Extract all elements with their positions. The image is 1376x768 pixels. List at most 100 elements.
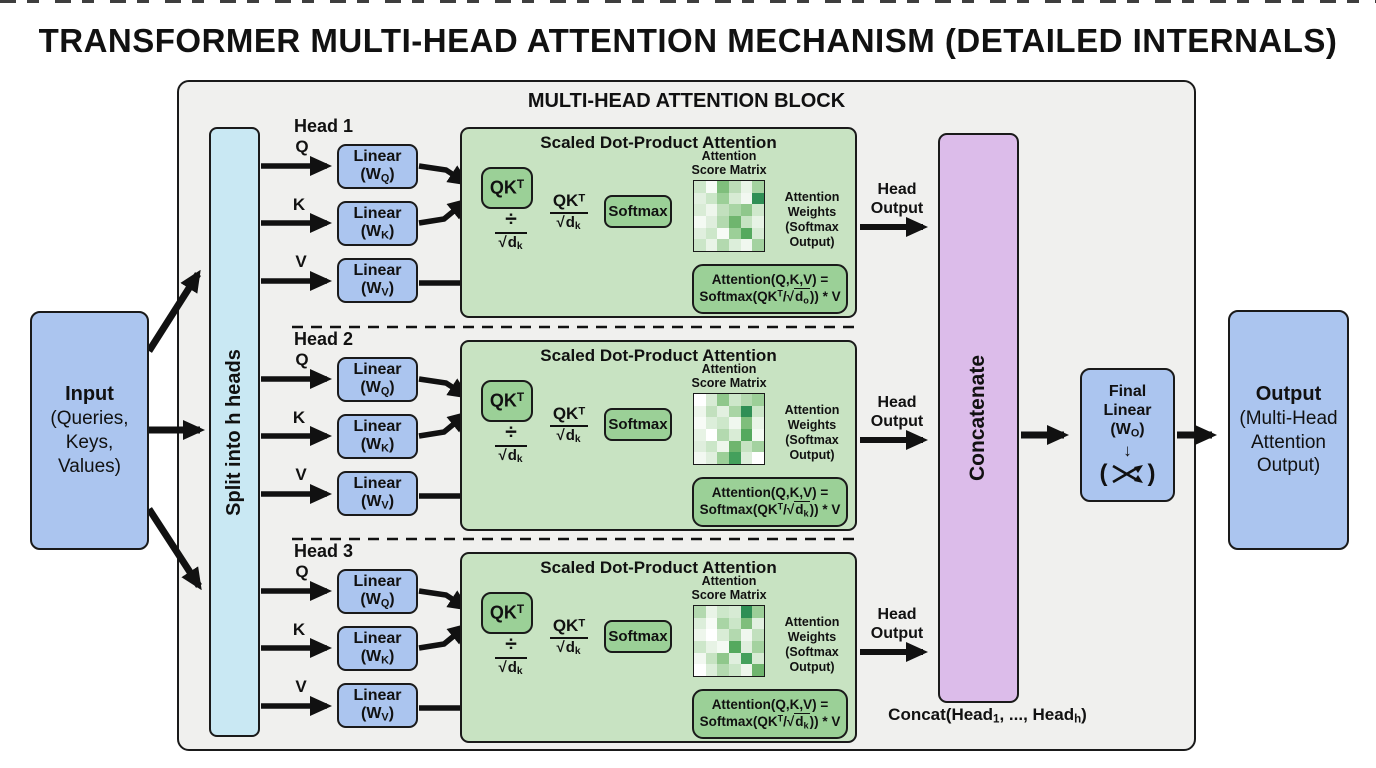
matrix-cell: [717, 394, 729, 406]
matrix-cell: [705, 417, 718, 429]
matrix-cell: [752, 227, 764, 240]
matrix-cell: [729, 204, 741, 216]
matrix-cell: [717, 652, 729, 665]
matrix-cell: [694, 606, 706, 618]
split-label: Split into h heads: [223, 348, 246, 516]
k-label: K: [292, 408, 306, 427]
linear-wk-box: Linear (WK): [337, 626, 418, 671]
attention-score-matrix: [693, 605, 765, 677]
softmax-box: Softmax: [604, 620, 672, 653]
matrix-cell: [717, 417, 729, 429]
matrix-cell: [694, 629, 706, 641]
matrix-cell: [694, 652, 706, 665]
attention-score-matrix: [693, 393, 765, 465]
softmax-box: Softmax: [604, 195, 672, 228]
concat-caption: Concat(Head1, ..., Headh): [888, 705, 1087, 726]
matrix-cell: [694, 181, 706, 193]
output-line3: Attention: [1251, 431, 1326, 453]
matrix-cell: [694, 440, 706, 453]
matrix-cell: [717, 617, 729, 630]
matrix-cell: [694, 617, 706, 630]
matrix-cell: [752, 664, 764, 676]
matrix-cell: [740, 617, 753, 630]
matrix-cell: [740, 181, 753, 193]
split-into-heads-box: Split into h heads: [209, 127, 260, 737]
matrix-cell: [752, 394, 764, 406]
matrix-cell: [705, 452, 718, 464]
matrix-cell: [694, 452, 706, 464]
matrix-cell: [740, 440, 753, 453]
v-label: V: [295, 465, 307, 484]
down-arrow-icon: ↓: [1123, 440, 1132, 460]
matrix-cell: [694, 204, 706, 216]
divide-by-sqrt-dk: ÷ √dk: [485, 634, 537, 677]
matrix-cell: [729, 227, 741, 240]
matrix-cell: [740, 394, 753, 406]
attention-score-matrix: [693, 180, 765, 252]
head-2-label: Head 2: [294, 329, 354, 349]
page-title: TRANSFORMER MULTI-HEAD ATTENTION MECHANI…: [38, 22, 1338, 59]
matrix-cell: [705, 204, 718, 216]
matrix-cell: [705, 181, 718, 193]
head-output-label: Head Output: [870, 394, 924, 431]
matrix-cell: [740, 452, 753, 464]
matrix-cell: [705, 629, 718, 641]
matrix-cell: [717, 641, 729, 653]
matrix-cell: [729, 239, 741, 251]
linear-wq-box: Linear (WQ): [337, 144, 418, 189]
matrix-cell: [740, 192, 753, 205]
matrix-cell: [717, 192, 729, 205]
matrix-cell: [717, 216, 729, 228]
matrix-cell: [752, 641, 764, 653]
matrix-cell: [752, 405, 764, 418]
matrix-cell: [705, 394, 718, 406]
matrix-cell: [752, 192, 764, 205]
linear-wv-box: Linear (WV): [337, 258, 418, 303]
matrix-cell: [717, 429, 729, 441]
divide-by-sqrt-dk: ÷ √dk: [485, 209, 537, 252]
matrix-cell: [729, 181, 741, 193]
matrix-cell: [740, 664, 753, 676]
matrix-cell: [705, 440, 718, 453]
matrix-cell: [740, 641, 753, 653]
score-matrix-label: Attention Score Matrix: [691, 574, 767, 603]
matrix-cell: [729, 606, 741, 618]
matrix-cell: [729, 405, 741, 418]
matrix-cell: [729, 192, 741, 205]
matrix-cell: [717, 227, 729, 240]
matrix-cell: [740, 204, 753, 216]
matrix-cell: [717, 452, 729, 464]
head-1-label: Head 1: [294, 116, 354, 136]
matrix-cell: [740, 652, 753, 665]
k-label: K: [292, 620, 306, 639]
qkt-box: QKT: [481, 167, 533, 209]
matrix-cell: [740, 429, 753, 441]
output-line2: (Multi-Head: [1239, 407, 1338, 429]
v-label: V: [295, 677, 307, 696]
sdpa-title: Scaled Dot-Product Attention: [540, 558, 777, 577]
matrix-cell: [717, 181, 729, 193]
matrix-cell: [752, 239, 764, 251]
matrix-cell: [694, 216, 706, 228]
matrix-cell: [752, 440, 764, 453]
input-line3: Keys,: [65, 432, 114, 454]
linear-wk-box: Linear (WK): [337, 414, 418, 459]
matrix-cell: [740, 239, 753, 251]
divide-by-sqrt-dk: ÷ √dk: [485, 422, 537, 465]
attention-weights-label: Attention Weights (Softmax Output): [784, 615, 840, 674]
matrix-cell: [694, 405, 706, 418]
matrix-cell: [705, 664, 718, 676]
linear-wv-box: Linear (WV): [337, 471, 418, 516]
matrix-cell: [717, 440, 729, 453]
scaled-scores-fraction: QKT √dk: [538, 404, 600, 445]
matrix-cell: [694, 239, 706, 251]
matrix-cell: [729, 664, 741, 676]
matrix-cell: [752, 216, 764, 228]
matrix-cell: [729, 617, 741, 630]
matrix-cell: [752, 452, 764, 464]
head-output-label: Head Output: [870, 181, 924, 218]
matrix-cell: [705, 405, 718, 418]
matrix-cell: [752, 606, 764, 618]
k-label: K: [292, 195, 306, 214]
